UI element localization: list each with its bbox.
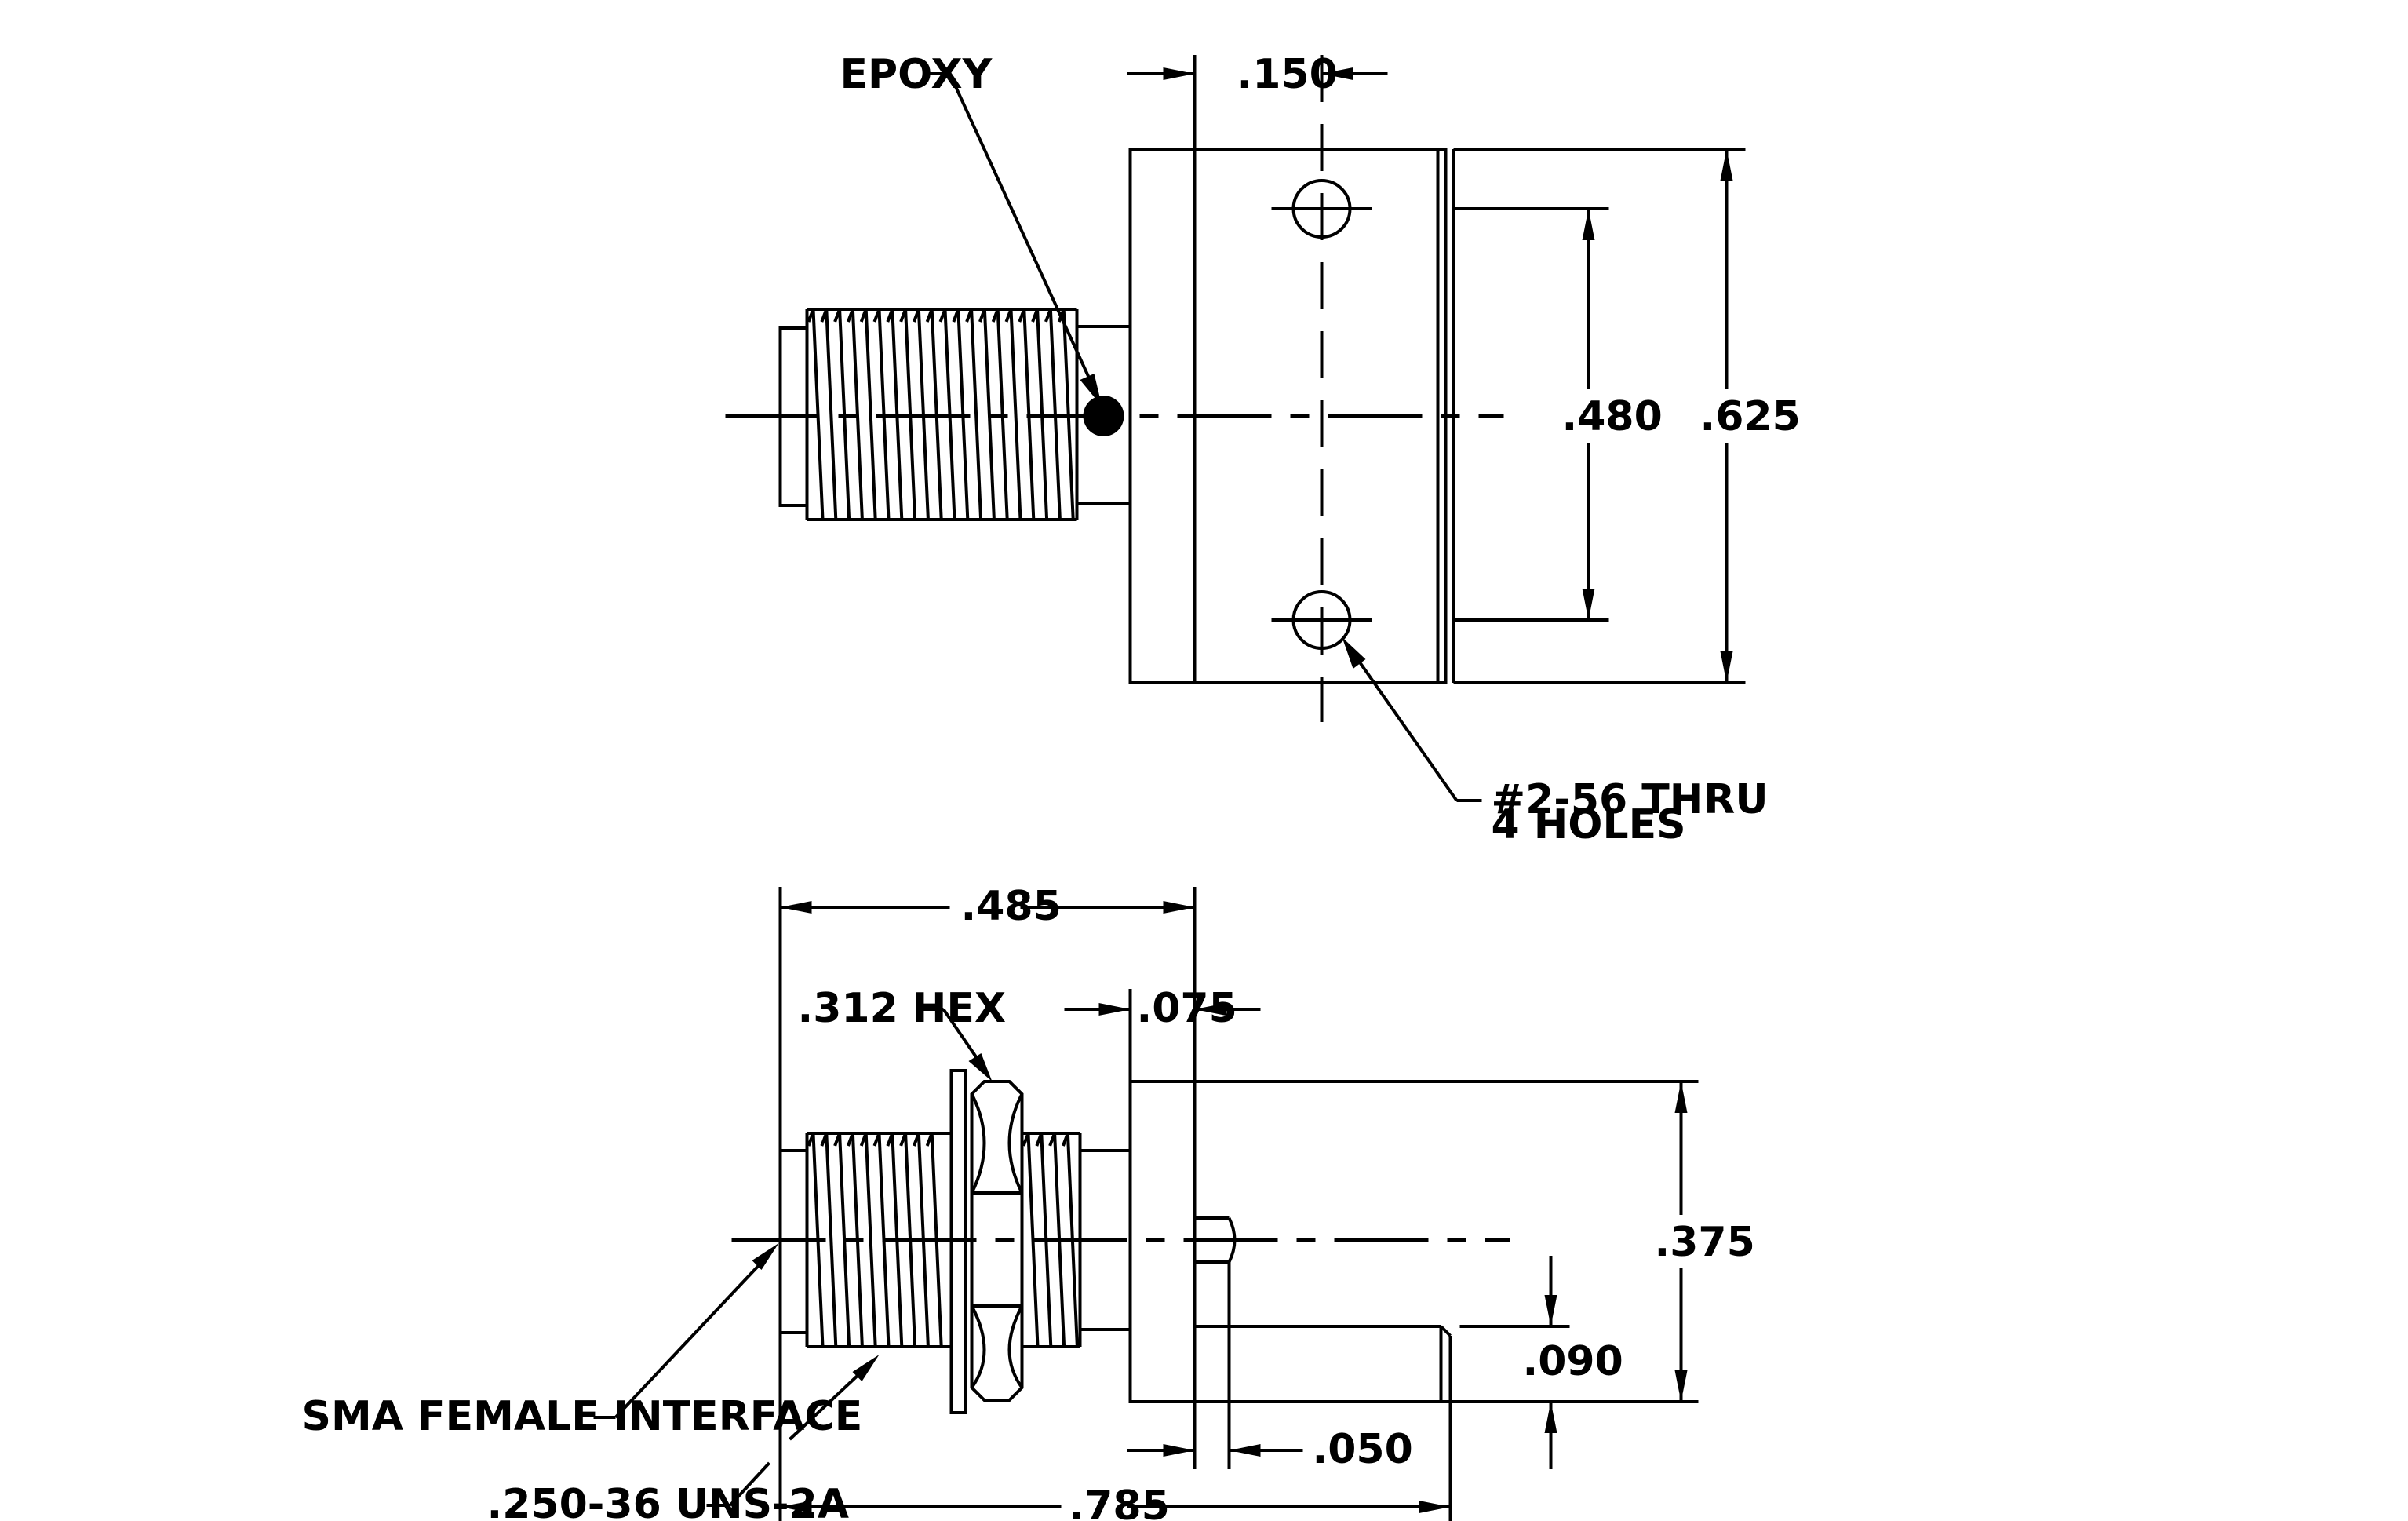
- thread-crest: [833, 1133, 841, 1147]
- thread-crest: [807, 308, 815, 323]
- thread-crest: [925, 1133, 934, 1147]
- thread-crest: [1044, 308, 1052, 323]
- holes-note-line1: #2-56 THRU: [1492, 776, 1769, 823]
- dim-150: .150: [1237, 51, 1338, 98]
- thread-line: [825, 308, 838, 520]
- thread-crest: [991, 308, 1000, 323]
- thread-spec-label: .250-36 UNS-2A: [487, 1481, 850, 1521]
- thread-crest: [1018, 308, 1026, 323]
- thread-crest: [1022, 1133, 1030, 1147]
- thread-line: [864, 308, 877, 520]
- thread-crest: [1048, 1133, 1056, 1147]
- thread-crest: [925, 308, 934, 323]
- dim-090: .090: [1523, 1338, 1623, 1385]
- thread-pattern-front: [807, 1133, 943, 1348]
- thread-crest: [847, 1133, 854, 1147]
- thread-crest: [886, 1133, 894, 1147]
- thread-line: [851, 308, 864, 520]
- dim-625: .625: [1700, 393, 1801, 440]
- thread-line: [838, 1133, 851, 1348]
- thread-crest: [965, 308, 973, 323]
- thread-crest: [872, 1133, 881, 1147]
- thread-crest: [952, 308, 960, 323]
- thread-crest: [859, 1133, 868, 1147]
- dim-480: .480: [1562, 393, 1663, 440]
- thread-line: [864, 1133, 877, 1348]
- dim-050: .050: [1313, 1426, 1413, 1473]
- thread-line: [825, 1133, 838, 1348]
- dim-375: .375: [1655, 1219, 1755, 1266]
- thread-crest: [913, 1133, 920, 1147]
- thread-crest: [886, 308, 894, 323]
- side-view: .485 .075 .312 HEX .375 .090 .050: [302, 883, 1755, 1521]
- thread-line: [970, 308, 983, 520]
- thread-crest: [833, 308, 841, 323]
- dim-075: .075: [1137, 985, 1237, 1032]
- thread-line: [1009, 308, 1022, 520]
- thread-crest: [938, 308, 947, 323]
- thread-crest: [820, 1133, 829, 1147]
- dim-485: .485: [961, 883, 1062, 930]
- thread-crest: [859, 308, 868, 323]
- thread-crest: [847, 308, 854, 323]
- top-view: .150 .480 .625 EPOXY #2-56 THRU 4 HOLES: [725, 51, 1801, 848]
- thread-crest: [913, 308, 920, 323]
- thread-crest: [1062, 1133, 1069, 1147]
- sma-label: SMA FEMALE INTERFACE: [302, 1393, 863, 1440]
- thread-crest: [1035, 1133, 1044, 1147]
- thread-crest: [978, 308, 986, 323]
- thread-crest: [1031, 308, 1039, 323]
- thread-crest: [899, 1133, 907, 1147]
- thread-crest: [807, 1133, 815, 1147]
- hex-label: .312 HEX: [798, 985, 1007, 1032]
- thread-crest: [1004, 308, 1013, 323]
- holes-note-line2: 4 HOLES: [1492, 801, 1686, 848]
- epoxy-label: EPOXY: [840, 51, 993, 98]
- thread-crest: [820, 308, 829, 323]
- thread-crest: [872, 308, 881, 323]
- thread-crest: [899, 308, 907, 323]
- dim-785: .785: [1069, 1483, 1170, 1521]
